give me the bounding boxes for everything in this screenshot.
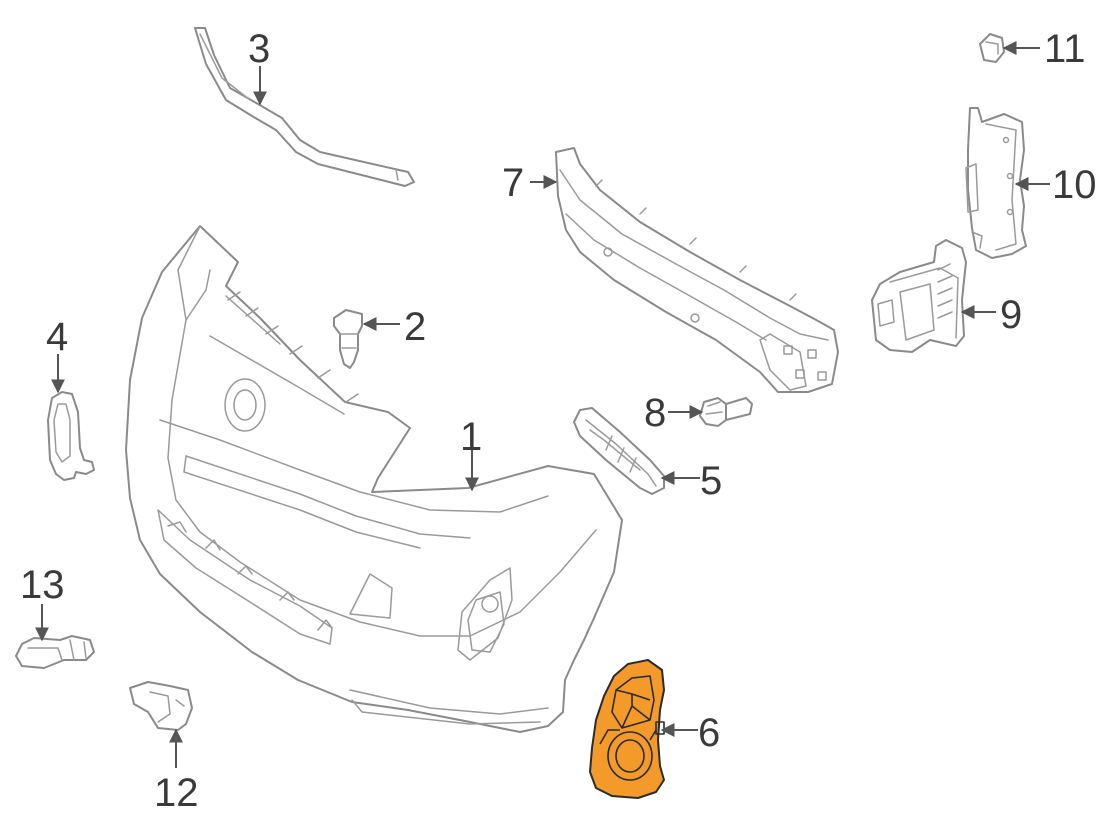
callout-9: 9 <box>1000 293 1022 337</box>
callout-4: 4 <box>46 315 68 359</box>
part-1-bumper-cover[interactable] <box>125 225 623 733</box>
callout-10: 10 <box>1052 163 1097 207</box>
part-2-retainer[interactable] <box>333 309 363 369</box>
part-9-absorber[interactable] <box>871 239 967 353</box>
part-6-fog-lamp-bezel[interactable] <box>589 659 665 799</box>
part-11-nut[interactable] <box>979 33 1005 63</box>
callout-6: 6 <box>698 711 720 755</box>
callout-1: 1 <box>460 415 482 459</box>
callout-13: 13 <box>20 563 65 607</box>
leader-lines <box>35 41 1050 768</box>
part-3-molding[interactable] <box>194 27 415 187</box>
part-13-clip[interactable] <box>15 635 95 669</box>
callout-2: 2 <box>404 305 426 349</box>
callout-12: 12 <box>154 771 199 815</box>
callout-5: 5 <box>700 459 722 503</box>
callout-labels: 1 2 3 4 5 6 7 8 9 10 11 12 13 <box>20 27 1097 815</box>
part-10-support[interactable] <box>965 107 1027 259</box>
callout-3: 3 <box>248 27 270 71</box>
callout-8: 8 <box>644 391 666 435</box>
part-7-reinforcement[interactable] <box>555 147 839 393</box>
part-4-bracket[interactable] <box>47 391 95 481</box>
part-12-sensor[interactable] <box>129 681 193 731</box>
part-5-insert[interactable] <box>573 407 665 495</box>
callout-11: 11 <box>1044 27 1086 71</box>
callout-7: 7 <box>502 161 524 205</box>
part-8-bolt[interactable] <box>699 397 753 427</box>
